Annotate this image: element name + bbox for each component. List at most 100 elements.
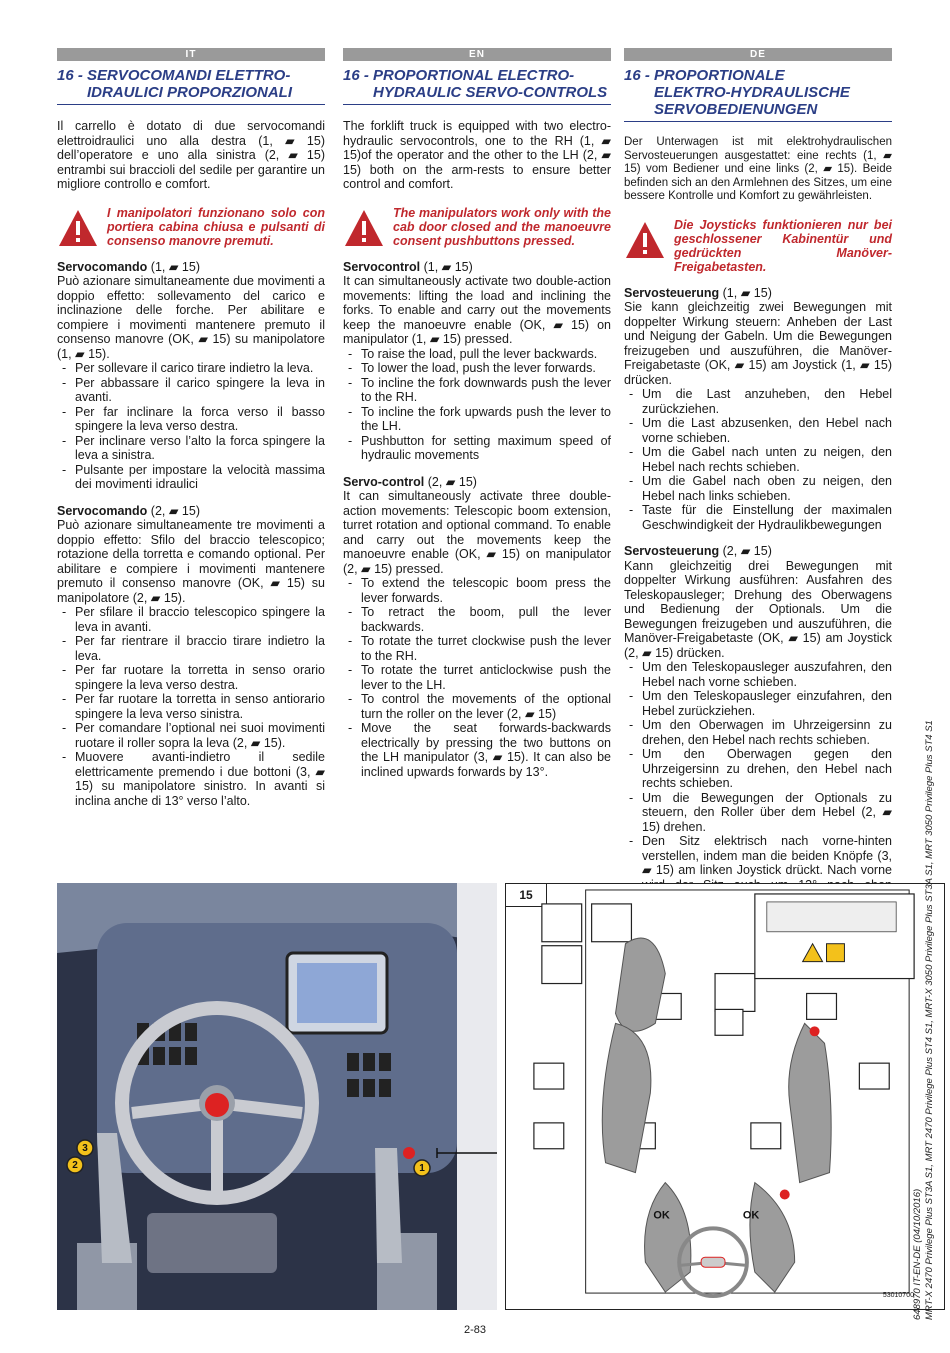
list-item: Um die Last abzusenken, den Hebel nach v… xyxy=(624,416,892,445)
servo-section-2: Servocomando (2, ▰ 15) xyxy=(57,504,325,519)
list-item: To rotate the turret anticlockwise push … xyxy=(343,663,611,692)
servo-section-1: Servosteuerung (1, ▰ 15) xyxy=(624,286,892,301)
list-item: To retract the boom, pull the lever back… xyxy=(343,605,611,634)
figure-15-diagram: 15 xyxy=(505,883,945,1310)
list-item: Per far inclinare la forca verso il bass… xyxy=(57,405,325,434)
servo-2-text: Può azionare simultaneamente tre movimen… xyxy=(57,518,325,605)
intro-paragraph: Il carrello è dotato di due servocomandi… xyxy=(57,119,325,191)
switch-panel-right xyxy=(347,1053,391,1097)
servo-1-ref: (1, ▰ 15) xyxy=(147,259,200,274)
warning-triangle-icon xyxy=(59,209,97,246)
list-item: Um den Oberwagen im Uhrzeigersinn zu dre… xyxy=(624,718,892,747)
warning-box: I manipolatori funzionano solo con porti… xyxy=(57,206,325,248)
list-item: To control the movements of the optional… xyxy=(343,692,611,721)
list-item: Muovere avanti-indietro il sedile elettr… xyxy=(57,750,325,808)
servo-section-1: Servocontrol (1, ▰ 15) xyxy=(343,260,611,275)
servo-1-title: Servocontrol xyxy=(343,259,421,274)
list-item: To raise the load, pull the lever backwa… xyxy=(343,347,611,362)
figure-code: 53010700 xyxy=(882,1292,914,1299)
list-item: Per far ruotare la torretta in senso ora… xyxy=(57,663,325,692)
servo-1-list: Per sollevare il carico tirare indietro … xyxy=(57,361,325,492)
list-item: Move the seat forwards-backwards electri… xyxy=(343,721,611,779)
servo-1-text: It can simultaneously activate two doubl… xyxy=(343,274,611,346)
seat-button-icons xyxy=(541,903,756,1012)
heading-line-1: 16 - PROPORTIONALE xyxy=(624,67,785,84)
list-item: To rotate the turret clockwise push the … xyxy=(343,634,611,663)
ok-label-right: OK xyxy=(743,1209,760,1221)
document-reference: 648970 IT-EN-DE (04/10/2016) MRT-X 2470 … xyxy=(912,720,936,1320)
joysticks xyxy=(601,937,832,1293)
heading-line-2: HYDRAULIC SERVO-CONTROLS xyxy=(373,84,608,101)
servo-1-text: Sie kann gleichzeitig zwei Bewegungen mi… xyxy=(624,300,892,387)
servo-1-title: Servocomando xyxy=(57,259,148,274)
servo-1-ref: (1, ▰ 15) xyxy=(719,285,772,300)
figure-number: 15 xyxy=(506,884,547,907)
list-item: Um den Teleskopausleger einzufahren, den… xyxy=(624,689,892,718)
servo-2-ref: (2, ▰ 15) xyxy=(719,544,772,558)
section-heading-de: 16 - PROPORTIONALE ELEKTRO-HYDRAULISCHE … xyxy=(624,67,892,122)
warning-box: Die Joysticks funktionieren nur bei gesc… xyxy=(624,218,892,274)
list-item: Pulsante per impostare la velocità massi… xyxy=(57,463,325,492)
servo-2-text: Kann gleichzeitig drei Bewegungen mit do… xyxy=(624,558,892,660)
list-item: Per sollevare il carico tirare indietro … xyxy=(57,361,325,376)
servo-2-text: It can simultaneously activate three dou… xyxy=(343,489,611,576)
servo-section-2: Servo-control (2, ▰ 15) xyxy=(343,475,611,490)
servo-2-title: Servocomando xyxy=(57,503,148,518)
list-item: Um die Gabel nach oben zu neigen, den He… xyxy=(624,474,892,503)
callout-1: 1 xyxy=(419,1163,425,1174)
list-item: Per abbassare il carico spingere la leva… xyxy=(57,376,325,405)
servo-2-list: Per sfilare il braccio telescopico sping… xyxy=(57,605,325,808)
page-number: 2-83 xyxy=(463,1324,487,1336)
servo-2-ref: (2, ▰ 15) xyxy=(147,503,200,518)
servo-1-ref: (1, ▰ 15) xyxy=(420,259,473,274)
callout-2: 2 xyxy=(72,1160,78,1171)
warning-text: I manipolatori funzionano solo con porti… xyxy=(107,205,325,248)
column-german: DE 16 - PROPORTIONALE ELEKTRO-HYDRAULISC… xyxy=(624,48,892,907)
servo-1-text: Può azionare simultaneamente due movimen… xyxy=(57,274,325,361)
list-item: Um den Teleskopausleger auszufahren, den… xyxy=(624,660,892,689)
warning-triangle-icon xyxy=(345,209,383,246)
heading-line-2: ELEKTRO-HYDRAULISCHE xyxy=(654,84,850,101)
language-bar-it: IT xyxy=(57,48,325,61)
warning-triangle-icon xyxy=(626,221,664,258)
servo-section-2: Servosteuerung (2, ▰ 15) xyxy=(624,544,892,559)
list-item: Um den Oberwagen gegen den Uhrzeigersinn… xyxy=(624,747,892,791)
warning-text: Die Joysticks funktionieren nur bei gesc… xyxy=(674,217,892,274)
section-heading-en: 16 - PROPORTIONAL ELECTRO- HYDRAULIC SER… xyxy=(343,67,611,105)
column-italian: IT 16 - SERVOCOMANDI ELETTRO- IDRAULICI … xyxy=(57,48,325,808)
list-item: Um die Bewegungen der Optionals zu steue… xyxy=(624,791,892,835)
list-item: Per inclinare verso l’alto la forca spin… xyxy=(57,434,325,463)
function-icons xyxy=(533,992,890,1150)
language-bar-en: EN xyxy=(343,48,611,61)
servo-1-list: To raise the load, pull the lever backwa… xyxy=(343,347,611,463)
warning-box: The manipulators work only with the cab … xyxy=(343,206,611,248)
warning-text: The manipulators work only with the cab … xyxy=(393,205,611,248)
intro-paragraph: Der Unterwagen ist mit elektrohydraulisc… xyxy=(624,136,892,202)
servo-2-list: Um den Teleskopausleger auszufahren, den… xyxy=(624,660,892,907)
list-item: To extend the telescopic boom press the … xyxy=(343,576,611,605)
servo-2-list: To extend the telescopic boom press the … xyxy=(343,576,611,779)
model-list: MRT-X 2470 Privilege Plus ST3A S1, MRT 2… xyxy=(924,720,935,1320)
servo-1-list: Um die Last anzuheben, den Hebel zurückz… xyxy=(624,387,892,532)
servo-section-1: Servocomando (1, ▰ 15) xyxy=(57,260,325,275)
intro-paragraph: The forklift truck is equipped with two … xyxy=(343,119,611,191)
heading-line-1: 16 - PROPORTIONAL ELECTRO- xyxy=(343,67,575,84)
cab-interior-illustration: 3 2 1 xyxy=(57,883,497,1310)
list-item: Pushbutton for setting maximum speed of … xyxy=(343,434,611,463)
list-item: Taste für die Einstellung der maximalen … xyxy=(624,503,892,532)
list-item: Um die Last anzuheben, den Hebel zurückz… xyxy=(624,387,892,416)
heading-line-1: 16 - SERVOCOMANDI ELETTRO- xyxy=(57,67,291,84)
servo-1-title: Servosteuerung xyxy=(624,285,720,300)
heading-line-2: IDRAULICI PROPORZIONALI xyxy=(87,84,292,101)
servo-2-title: Servo-control xyxy=(343,474,425,489)
servo-2-title: Servosteuerung xyxy=(624,544,720,558)
list-item: Per comandare l’optional nei suoi movime… xyxy=(57,721,325,750)
list-item: To incline the fork upwards push the lev… xyxy=(343,405,611,434)
callout-3: 3 xyxy=(82,1143,88,1154)
list-item: Per far rientrare il braccio tirare indi… xyxy=(57,634,325,663)
servo-2-ref: (2, ▰ 15) xyxy=(424,474,477,489)
list-item: Per far ruotare la torretta in senso ant… xyxy=(57,692,325,721)
section-heading-it: 16 - SERVOCOMANDI ELETTRO- IDRAULICI PRO… xyxy=(57,67,325,105)
heading-line-3: SERVOBEDIENUNGEN xyxy=(654,101,818,118)
language-bar-de: DE xyxy=(624,48,892,61)
